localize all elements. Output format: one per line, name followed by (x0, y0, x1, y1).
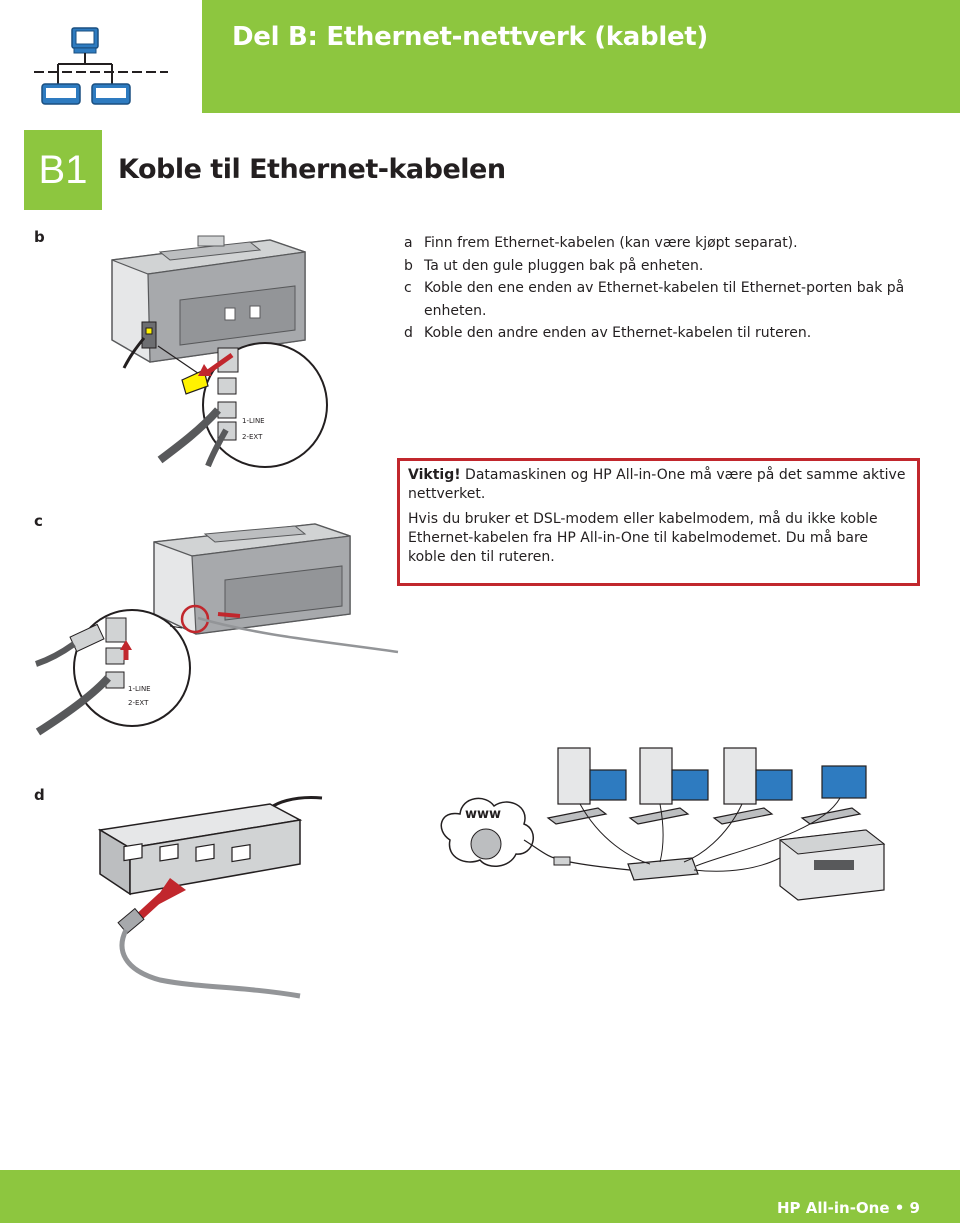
instruction-text: Ta ut den gule pluggen bak på enheten. (424, 257, 704, 274)
svg-text:2-EXT: 2-EXT (128, 699, 149, 707)
instruction-item: a Finn frem Ethernet-kabelen (kan være k… (404, 232, 924, 255)
network-diagram-illustration: www (440, 747, 886, 901)
instruction-letter: a (404, 235, 413, 251)
notice-text-1: Datamaskinen og HP All-in-One må være på… (408, 467, 906, 502)
instruction-item: b Ta ut den gule pluggen bak på enheten. (404, 255, 924, 278)
header-bar (202, 0, 960, 113)
printer-illustration: 1-LINE 2-EXT (111, 235, 328, 468)
important-notice: Viktig! Datamaskinen og HP All-in-One må… (397, 458, 920, 586)
router-illustration (97, 796, 323, 999)
port-label-1-line: 1-LINE (242, 417, 265, 425)
page-title: Del B: Ethernet-nettverk (kablet) (232, 22, 709, 52)
printer-cable-illustration: 1-LINE 2-EXT (35, 523, 399, 736)
figure-label-d: d (34, 786, 45, 804)
instruction-letter: b (404, 257, 413, 274)
instruction-text: Finn frem Ethernet-kabelen (kan være kjø… (424, 235, 798, 251)
footer-bar (0, 1170, 960, 1223)
instruction-item: d Koble den andre enden av Ethernet-kabe… (404, 322, 924, 345)
section-title: Koble til Ethernet-kabelen (118, 154, 506, 185)
notice-label: Viktig! (408, 467, 461, 483)
notice-text-2: Hvis du bruker et DSL-modem eller kabelm… (408, 511, 878, 565)
www-label: www (465, 807, 501, 822)
port-label-2-ext: 2-EXT (242, 433, 263, 441)
figure-label-c: c (34, 512, 43, 530)
network-icon (34, 27, 168, 105)
instruction-text: Koble den andre enden av Ethernet-kabele… (424, 325, 812, 341)
svg-text:1-LINE: 1-LINE (128, 685, 151, 693)
figure-label-b: b (34, 228, 45, 246)
instruction-letter: d (404, 325, 413, 341)
notice-paragraph-1: Viktig! Datamaskinen og HP All-in-One må… (408, 466, 909, 504)
step-number-badge: B1 (24, 130, 102, 210)
instruction-letter: c (404, 280, 412, 296)
instruction-item: c Koble den ene enden av Ethernet-kabele… (404, 277, 924, 322)
instruction-text: Koble den ene enden av Ethernet-kabelen … (424, 280, 905, 319)
instruction-list: a Finn frem Ethernet-kabelen (kan være k… (404, 232, 924, 345)
footer-page-label: HP All-in-One • 9 (776, 1199, 920, 1217)
